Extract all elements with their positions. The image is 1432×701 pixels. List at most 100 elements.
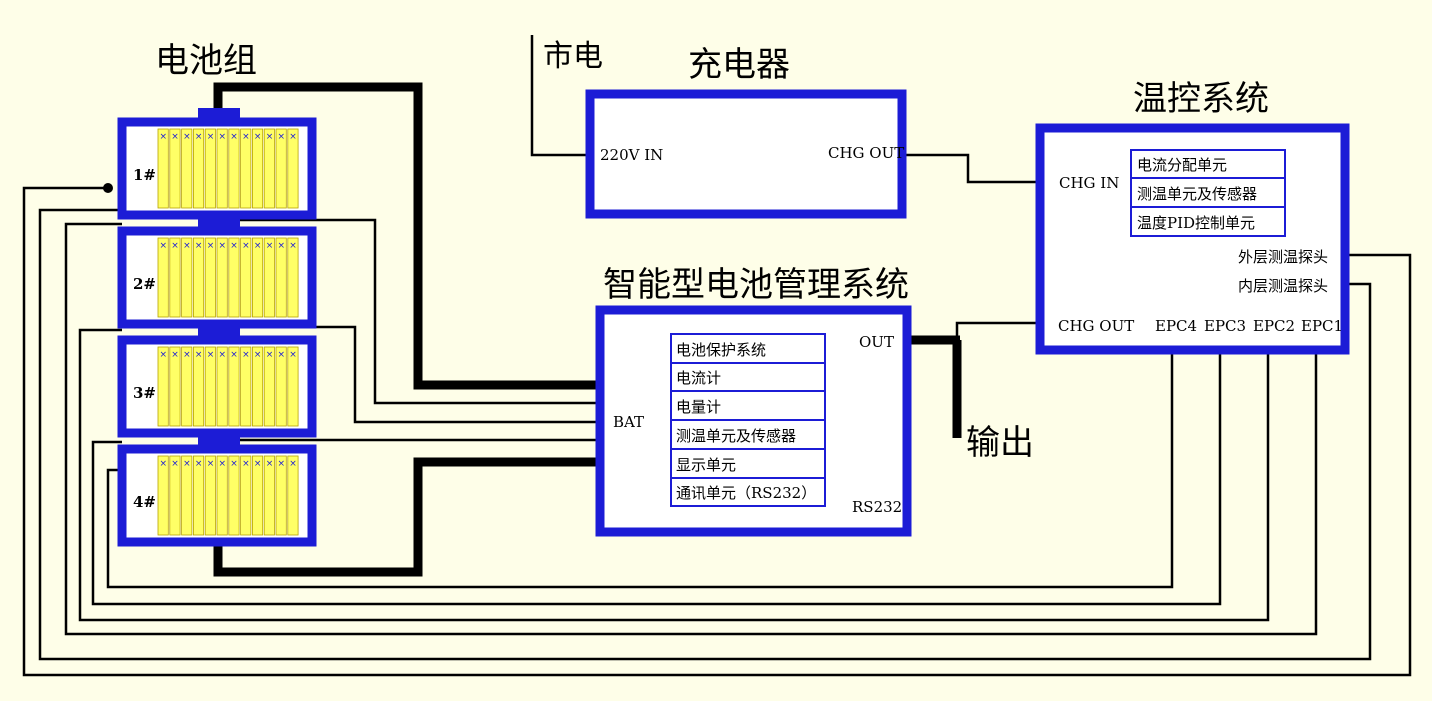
battery-cell	[228, 455, 240, 536]
charger-box: 220V IN CHG OUT	[585, 89, 907, 219]
cell-terminal-icon: ×	[171, 350, 179, 360]
battery-cell	[275, 237, 287, 318]
cell-terminal-icon: ×	[160, 132, 168, 142]
cell-terminal-icon: ×	[219, 132, 227, 142]
battery-cell	[204, 128, 216, 209]
cell-terminal-icon: ×	[254, 241, 262, 251]
battery-cell	[169, 128, 181, 209]
battery-cell	[228, 346, 240, 427]
cell-terminal-icon: ×	[207, 459, 215, 469]
battery-cell	[263, 237, 275, 318]
battery-pack-1: ×××××××××××× 1#	[117, 108, 317, 220]
cell-array: ××××××××××××	[157, 237, 299, 318]
cell-terminal-icon: ×	[171, 241, 179, 251]
outer-probe-node	[103, 183, 113, 193]
outer-probe-wire	[22, 186, 1412, 677]
cell-terminal-icon: ×	[183, 241, 191, 251]
cell-terminal-icon: ×	[278, 241, 286, 251]
temp-unit-current-distribution: 电流分配单元	[1137, 156, 1227, 174]
temp-system-box: CHG IN 电流分配单元 测温单元及传感器 温度PID控制单元 外层测温探头 …	[1035, 123, 1350, 355]
cell-terminal-icon: ×	[171, 459, 179, 469]
bms-out-label: OUT	[859, 333, 894, 351]
cell-terminal-icon: ×	[242, 132, 250, 142]
cell-terminal-icon: ×	[242, 241, 250, 251]
cell-terminal-icon: ×	[160, 459, 168, 469]
bms-unit-comm: 通讯单元（RS232）	[676, 484, 816, 502]
temp-out-wire	[955, 321, 1040, 340]
cell-terminal-icon: ×	[289, 459, 297, 469]
battery-negative-wire	[213, 457, 600, 577]
cell-terminal-icon: ×	[230, 132, 238, 142]
battery-group: ×××××××××××× 1# ×××××××××××× 2# ××××××××…	[117, 108, 317, 547]
battery-cell	[216, 128, 228, 209]
inner-probe-wire	[38, 208, 1372, 661]
temp-chg-out-label: CHG OUT	[1058, 317, 1134, 335]
wiring	[22, 35, 1412, 677]
cell-array: ××××××××××××	[157, 346, 299, 427]
pack-label: 4#	[133, 493, 156, 511]
epc1-wire	[64, 222, 1318, 636]
bms-unit-display: 显示单元	[676, 456, 736, 474]
battery-pack-2: ×××××××××××× 2#	[117, 217, 317, 329]
battery-cell	[204, 237, 216, 318]
cell-terminal-icon: ×	[278, 132, 286, 142]
battery-pack-3: ×××××××××××× 3#	[117, 326, 317, 438]
bms-bat-label: BAT	[613, 413, 644, 431]
cell-array: ××××××××××××	[157, 128, 299, 209]
temp-unit-pid: 温度PID控制单元	[1137, 214, 1255, 232]
cell-terminal-icon: ×	[183, 459, 191, 469]
battery-cell	[240, 128, 252, 209]
charger-to-temp-wire	[902, 153, 1040, 184]
battery-cell	[275, 455, 287, 536]
battery-cell	[192, 455, 205, 536]
mains-title: 市电	[543, 39, 603, 74]
pack-label: 2#	[133, 275, 156, 293]
pack-label: 3#	[133, 384, 156, 402]
cell-terminal-icon: ×	[278, 459, 286, 469]
epc4-label: EPC4	[1155, 317, 1197, 335]
bms-unit-coulometer: 电量计	[676, 398, 721, 416]
battery-cell	[192, 237, 205, 318]
battery-cell	[287, 128, 299, 209]
battery-cell	[263, 455, 275, 536]
cell-terminal-icon: ×	[266, 132, 274, 142]
cell-terminal-icon: ×	[242, 459, 250, 469]
battery-cell	[157, 346, 169, 427]
mains-wire	[530, 35, 590, 157]
battery-cell	[287, 237, 299, 318]
battery-cell	[181, 455, 193, 536]
battery-cell	[204, 346, 216, 427]
cell-terminal-icon: ×	[160, 350, 168, 360]
cell-terminal-icon: ×	[219, 350, 227, 360]
bms-unit-ammeter: 电流计	[676, 369, 721, 387]
battery-cell	[251, 455, 264, 536]
cell-terminal-icon: ×	[254, 350, 262, 360]
battery-cell	[251, 128, 264, 209]
battery-cell	[228, 237, 240, 318]
inner-probe-label: 内层测温探头	[1238, 277, 1328, 295]
cell-terminal-icon: ×	[219, 241, 227, 251]
charger-frame	[585, 89, 907, 219]
cell-terminal-icon: ×	[219, 459, 227, 469]
bms-box: BAT OUT RS232 电池保护系统 电流计 电量计 测温单元及传感器 显示…	[595, 305, 912, 537]
cell-terminal-icon: ×	[230, 459, 238, 469]
battery-cell	[157, 455, 169, 536]
bms-title: 智能型电池管理系统	[603, 265, 909, 305]
cell-terminal-icon: ×	[207, 241, 215, 251]
temp-chg-in-label: CHG IN	[1059, 174, 1119, 192]
cell-array: ××××××××××××	[157, 455, 299, 536]
charger-title: 充电器	[688, 45, 790, 85]
battery-cell	[275, 346, 287, 427]
battery-pack-4: ×××××××××××× 4#	[117, 435, 317, 547]
epc2-label: EPC2	[1253, 317, 1295, 335]
cell-terminal-icon: ×	[254, 459, 262, 469]
battery-cell	[287, 455, 299, 536]
battery-cell	[251, 346, 264, 427]
cell-terminal-icon: ×	[207, 350, 215, 360]
cell-terminal-icon: ×	[171, 132, 179, 142]
cell-terminal-icon: ×	[160, 241, 168, 251]
cell-terminal-icon: ×	[242, 350, 250, 360]
epc3-label: EPC3	[1204, 317, 1246, 335]
cell-terminal-icon: ×	[266, 350, 274, 360]
